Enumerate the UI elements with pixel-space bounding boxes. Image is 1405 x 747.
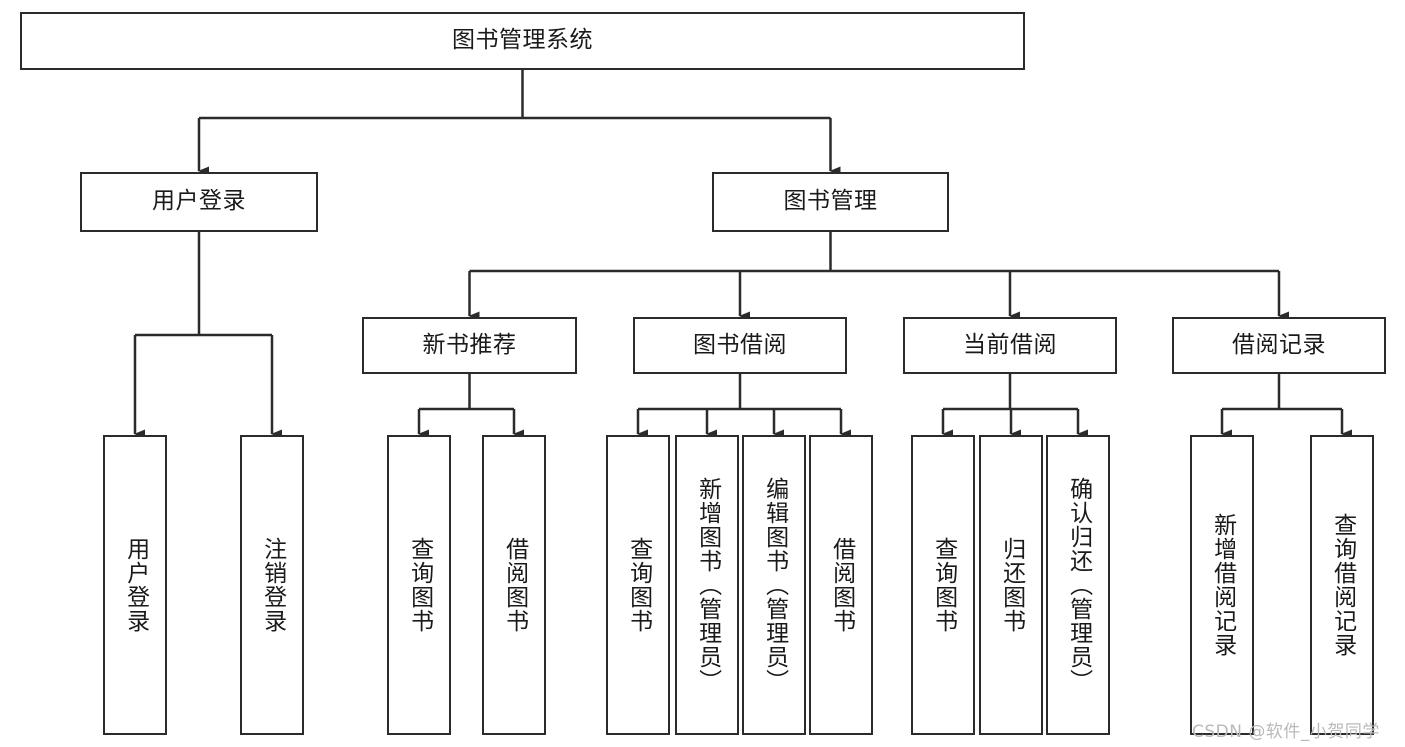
node-new-book-rec[interactable]: 新书推荐 bbox=[362, 317, 577, 374]
node-label-leaf-rec-search: 查询借阅记录 bbox=[1329, 513, 1356, 657]
node-label-leaf-user-logout: 注销登录 bbox=[259, 537, 286, 633]
node-label-leaf-rec-query: 查询图书 bbox=[406, 537, 433, 633]
node-leaf-borrow-lend[interactable]: 借阅图书 bbox=[809, 435, 873, 735]
node-label-current-borrow: 当前借阅 bbox=[963, 331, 1057, 358]
node-current-borrow[interactable]: 当前借阅 bbox=[903, 317, 1117, 374]
node-label-leaf-rec-borrow: 借阅图书 bbox=[501, 537, 528, 633]
node-borrow-record[interactable]: 借阅记录 bbox=[1172, 317, 1386, 374]
node-label-leaf-borrow-edit: 编辑图书（管理员） bbox=[761, 477, 788, 693]
node-label-book-borrow: 图书借阅 bbox=[693, 331, 787, 358]
connector-lines bbox=[133, 70, 1352, 439]
node-leaf-rec-search[interactable]: 查询借阅记录 bbox=[1310, 435, 1374, 735]
node-leaf-borrow-query[interactable]: 查询图书 bbox=[606, 435, 670, 735]
node-leaf-user-logout[interactable]: 注销登录 bbox=[240, 435, 304, 735]
node-label-leaf-cur-query: 查询图书 bbox=[930, 537, 957, 633]
node-label-leaf-borrow-lend: 借阅图书 bbox=[828, 537, 855, 633]
node-leaf-cur-return[interactable]: 归还图书 bbox=[979, 435, 1043, 735]
node-label-user-login: 用户登录 bbox=[152, 188, 246, 215]
node-leaf-rec-add[interactable]: 新增借阅记录 bbox=[1190, 435, 1254, 735]
node-leaf-cur-query[interactable]: 查询图书 bbox=[911, 435, 975, 735]
node-user-login[interactable]: 用户登录 bbox=[80, 172, 318, 232]
node-leaf-rec-query[interactable]: 查询图书 bbox=[387, 435, 451, 735]
node-label-leaf-user-login: 用户登录 bbox=[122, 537, 149, 633]
node-label-leaf-cur-confirm: 确认归还（管理员） bbox=[1065, 477, 1092, 693]
node-label-book-manage: 图书管理 bbox=[783, 188, 878, 215]
node-leaf-cur-confirm[interactable]: 确认归还（管理员） bbox=[1046, 435, 1110, 735]
node-label-new-book-rec: 新书推荐 bbox=[422, 331, 517, 358]
node-leaf-borrow-edit[interactable]: 编辑图书（管理员） bbox=[742, 435, 806, 735]
node-book-manage[interactable]: 图书管理 bbox=[712, 172, 949, 232]
node-label-leaf-rec-add: 新增借阅记录 bbox=[1209, 513, 1236, 657]
node-leaf-rec-borrow[interactable]: 借阅图书 bbox=[482, 435, 546, 735]
node-label-borrow-record: 借阅记录 bbox=[1232, 331, 1326, 358]
node-leaf-user-login[interactable]: 用户登录 bbox=[103, 435, 167, 735]
node-root[interactable]: 图书管理系统 bbox=[20, 12, 1025, 70]
node-label-leaf-borrow-add: 新增图书（管理员） bbox=[694, 477, 721, 693]
node-leaf-borrow-add[interactable]: 新增图书（管理员） bbox=[675, 435, 739, 735]
node-label-root: 图书管理系统 bbox=[452, 27, 593, 54]
node-label-leaf-borrow-query: 查询图书 bbox=[625, 537, 652, 633]
node-label-leaf-cur-return: 归还图书 bbox=[998, 537, 1025, 633]
node-book-borrow[interactable]: 图书借阅 bbox=[633, 317, 847, 374]
